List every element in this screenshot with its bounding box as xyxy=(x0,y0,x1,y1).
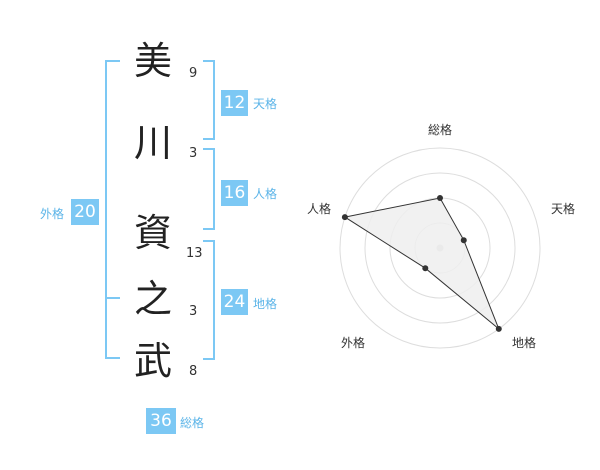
chikaku-value-badge: 24 xyxy=(221,289,248,315)
name-char-3: 資 xyxy=(133,211,172,255)
name-char-4: 之 xyxy=(133,277,172,321)
radar-point-3 xyxy=(495,325,502,332)
radar-axis-label-soukaku: 総格 xyxy=(428,123,453,137)
radar-point-1 xyxy=(437,195,443,201)
tenkaku-value-badge: 12 xyxy=(221,90,248,116)
radar-ring-3 xyxy=(364,172,516,324)
radar-axis-label-gaikaku: 外格 xyxy=(341,336,366,350)
tenkaku-label: 天格 xyxy=(253,97,278,111)
radar-points xyxy=(341,195,502,332)
stroke-count-1: 9 xyxy=(189,66,198,81)
radar-point-4 xyxy=(422,265,429,272)
radar-axis-label-tenkaku: 天格 xyxy=(551,202,576,216)
jinkaku-value-badge: 16 xyxy=(221,180,248,206)
name-char-2: 川 xyxy=(133,121,172,165)
radar-series-polygon xyxy=(343,197,500,330)
radar-point-2 xyxy=(460,237,467,244)
stroke-count-5: 8 xyxy=(189,364,198,379)
radar-point-5 xyxy=(341,214,348,221)
gaikaku-label: 外格 xyxy=(40,207,65,221)
name-char-5: 武 xyxy=(133,339,172,383)
soukaku-label: 総格 xyxy=(180,416,205,430)
stroke-count-2: 3 xyxy=(189,146,198,161)
gaikaku-value-badge: 20 xyxy=(71,199,99,225)
radar-axis-label-jinkaku: 人格 xyxy=(307,202,332,216)
radar-axis-label-chikaku: 地格 xyxy=(512,336,537,350)
jinkaku-label: 人格 xyxy=(253,187,278,201)
stroke-count-4: 3 xyxy=(189,304,198,319)
radar-ring-4 xyxy=(339,147,541,349)
soukaku-value-badge: 36 xyxy=(146,408,176,434)
name-char-1: 美 xyxy=(133,39,172,83)
stroke-count-3: 13 xyxy=(186,246,203,261)
chikaku-label: 地格 xyxy=(253,297,278,311)
